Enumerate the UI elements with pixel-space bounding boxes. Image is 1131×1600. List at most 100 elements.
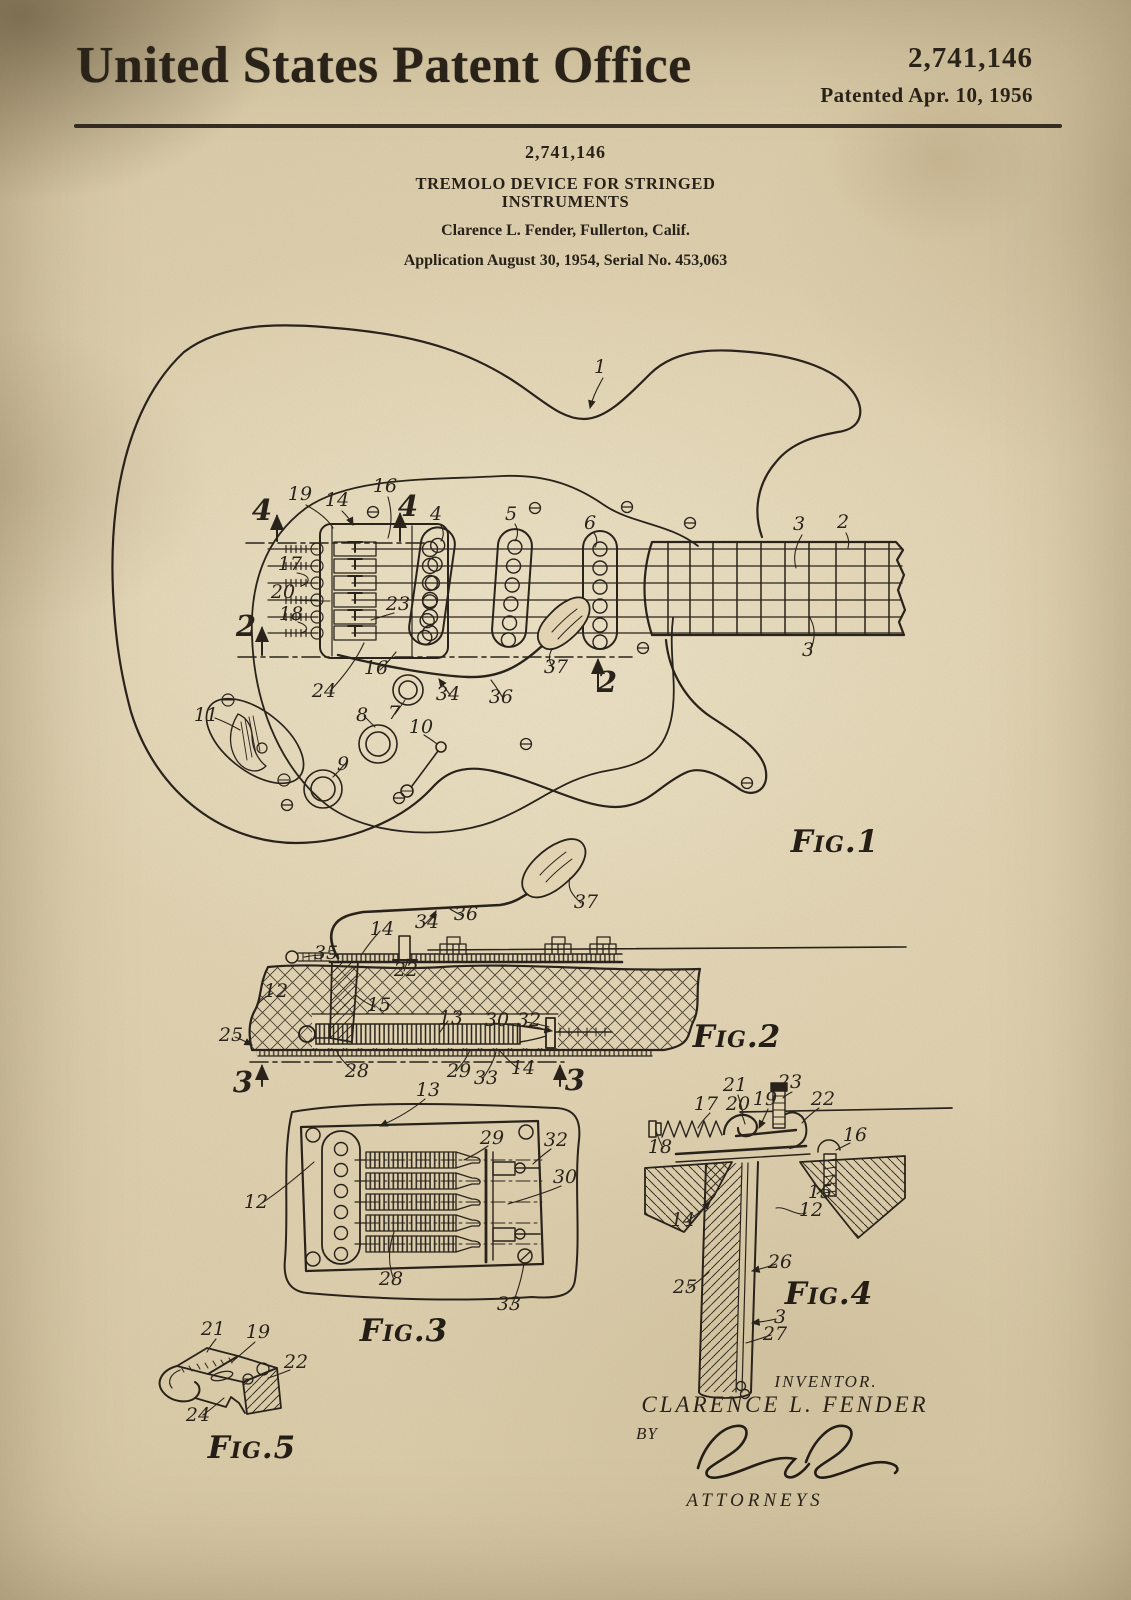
fig1-ref-11: 11 — [194, 704, 218, 726]
pickguard-screws — [280, 500, 754, 812]
fig2-ref-3: 3 — [565, 1063, 585, 1097]
string-block-cover — [321, 1130, 361, 1265]
fig5-ref-24: 24 — [185, 1404, 210, 1426]
spring-claw-bar — [484, 1148, 541, 1264]
bridge-saddles — [333, 541, 377, 641]
bottom-plate-hatch — [256, 1051, 652, 1056]
plate-screws — [305, 1124, 534, 1267]
fig4-ref-12: 12 — [799, 1199, 823, 1221]
fig4-ref-20: 20 — [725, 1093, 750, 1115]
fig1-ref-19: 19 — [288, 483, 312, 505]
fig3-leader-lines — [261, 1098, 562, 1306]
fig4-ref-23: 23 — [777, 1071, 802, 1093]
tone-knob — [303, 769, 343, 809]
guitar-body-outline — [111, 324, 862, 845]
fig1-ref-4: 4 — [252, 493, 272, 527]
figure-caption-2: Fig.2 — [692, 1019, 781, 1055]
fig4-ref-19: 19 — [753, 1088, 777, 1110]
attorney-signature — [696, 1424, 899, 1479]
fig2-ref-32: 32 — [517, 1009, 541, 1031]
string-clamp — [392, 935, 418, 963]
cavity-plate-outline — [299, 1119, 545, 1273]
frets — [667, 541, 890, 636]
fig1-ref-2: 2 — [596, 665, 617, 699]
section-line-3-3 — [249, 1061, 567, 1087]
fig1-ref-4: 4 — [429, 503, 442, 525]
fig2-ref-12: 12 — [264, 980, 288, 1002]
selector-switch — [400, 741, 447, 798]
fig1-ref-24: 24 — [311, 680, 336, 702]
fig1-ref-20: 20 — [270, 581, 295, 603]
fig2-ref-14: 14 — [511, 1057, 535, 1079]
fig3-ref-28: 28 — [378, 1268, 403, 1290]
fig4-ref-26: 26 — [767, 1251, 792, 1273]
fig2-ref-3: 3 — [233, 1065, 253, 1099]
fig1-ref-23: 23 — [385, 593, 410, 615]
torn-sheet-outline — [283, 1103, 581, 1301]
figure-caption-1: Fig.1 — [790, 824, 879, 860]
tremolo-arm-section — [329, 892, 529, 960]
fig2-leader-lines — [234, 877, 582, 1079]
fig2-ref-37: 37 — [574, 891, 599, 913]
fig1-ref-7: 7 — [388, 702, 401, 724]
fig2-ref-29: 29 — [446, 1060, 471, 1082]
pickup-middle — [491, 528, 533, 648]
section-line-4-4 — [245, 512, 425, 544]
fig5-leader-lines — [202, 1338, 291, 1416]
fig2-ref-25: 25 — [218, 1024, 243, 1046]
height-adjust-rod — [770, 1082, 788, 1129]
fig2-ref-36: 36 — [454, 903, 478, 925]
fig4-ref-3: 3 — [774, 1306, 786, 1328]
fig1-ref-14: 14 — [325, 489, 349, 511]
fig5-ref-19: 19 — [246, 1321, 270, 1343]
fig2-ref-30: 30 — [485, 1009, 509, 1031]
wood-right — [799, 1155, 906, 1239]
fig3-ref-12: 12 — [244, 1191, 268, 1213]
fig2-ref-35: 35 — [314, 942, 338, 964]
fig1-ref-8: 8 — [356, 704, 368, 726]
fig2-ref-33: 33 — [474, 1067, 498, 1089]
lever-bar — [734, 1128, 798, 1138]
fig1-ref-3: 3 — [802, 639, 814, 661]
fig1-ref-1: 1 — [594, 356, 606, 378]
strings — [351, 548, 903, 634]
clip-screw — [242, 1373, 254, 1385]
fig1-ref-4: 4 — [398, 489, 418, 523]
pickup-neck — [582, 530, 618, 650]
bridge-assembly — [267, 523, 449, 659]
volume-knob — [358, 724, 398, 764]
fig4-ref-22: 22 — [810, 1088, 835, 1110]
fig3-ref-13: 13 — [416, 1079, 440, 1101]
jack-plate — [205, 693, 305, 787]
string-line — [427, 946, 907, 951]
figure-3-drawing — [261, 1098, 581, 1306]
fig1-ref-6: 6 — [584, 512, 596, 534]
fig4-ref-25: 25 — [672, 1276, 697, 1298]
pickup-bridge — [408, 526, 456, 646]
figure-caption-4: Fig.4 — [784, 1276, 873, 1312]
fig1-ref-2: 2 — [235, 609, 256, 643]
figure-1-drawing — [111, 324, 907, 845]
tension-springs — [354, 1151, 543, 1253]
fig2-ref-13: 13 — [439, 1007, 463, 1029]
fig1-ref-2: 2 — [836, 511, 849, 533]
bottom-lip — [194, 1396, 246, 1414]
fig1-ref-9: 9 — [337, 753, 349, 775]
fig4-ref-17: 17 — [694, 1093, 719, 1115]
figure-4-drawing — [644, 1082, 953, 1400]
front-curl — [158, 1365, 201, 1403]
figure-caption-3: Fig.3 — [359, 1313, 448, 1349]
fig3-ref-32: 32 — [544, 1129, 568, 1151]
spring-claw — [545, 1017, 556, 1049]
fig2-ref-22: 22 — [393, 959, 418, 981]
arm-paddle — [521, 838, 587, 899]
fig1-ref-5: 5 — [505, 503, 517, 525]
slot-hole — [210, 1370, 234, 1382]
base-plate — [674, 1144, 808, 1156]
figure-2-drawing — [234, 838, 907, 1087]
